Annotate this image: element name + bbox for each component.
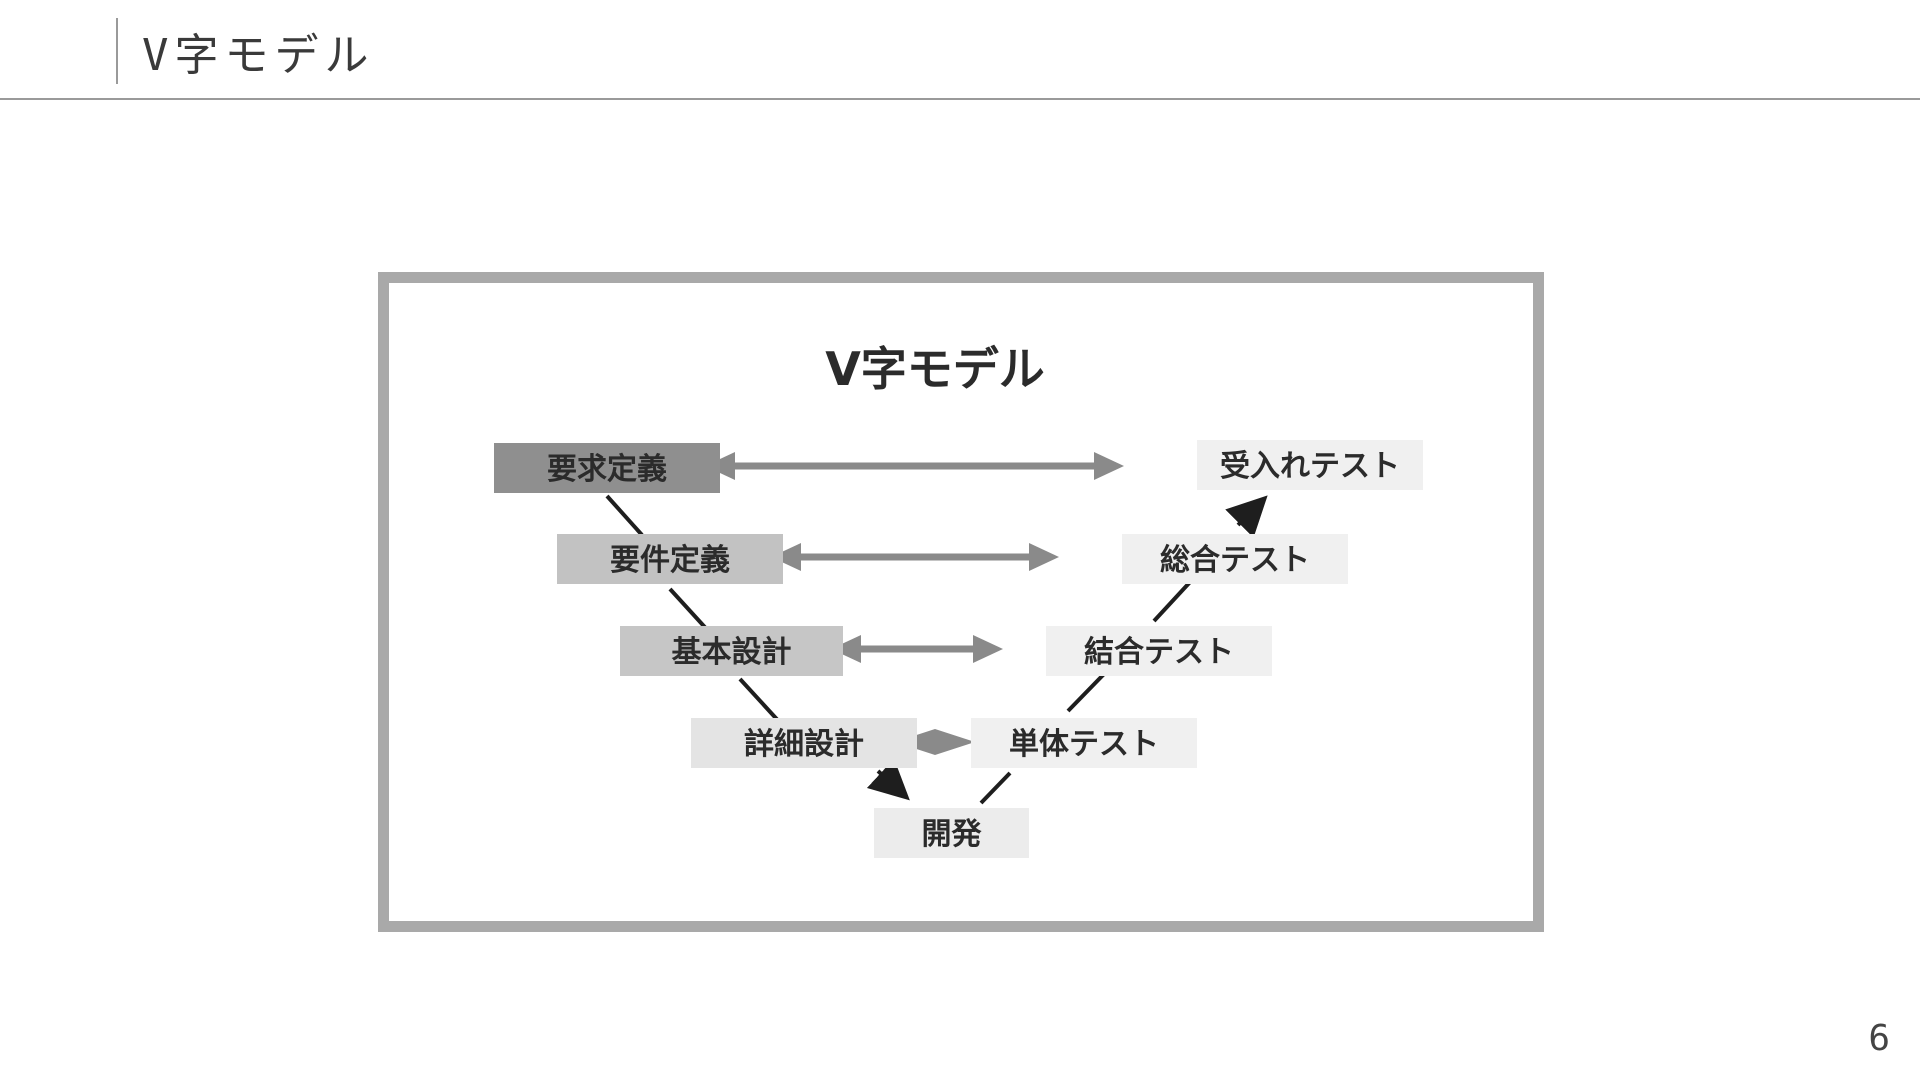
development-stage-box bbox=[874, 808, 1029, 858]
design-stage-box bbox=[691, 718, 917, 768]
test-stage: 単体テスト bbox=[971, 718, 1197, 768]
test-stage: 総合テスト bbox=[1122, 534, 1348, 584]
header-divider bbox=[0, 98, 1920, 100]
connector-line bbox=[979, 771, 1012, 805]
connector-line bbox=[1066, 671, 1107, 713]
development-stage: 開発 bbox=[874, 808, 1029, 858]
design-stage: 基本設計 bbox=[620, 626, 843, 676]
test-stage: 結合テスト bbox=[1046, 626, 1272, 676]
connector-line bbox=[605, 494, 644, 537]
test-stage-box bbox=[1122, 534, 1348, 584]
design-stage-box bbox=[494, 443, 720, 493]
test-stage-label: 単体テスト bbox=[1009, 727, 1159, 762]
test-stage: 受入れテスト bbox=[1197, 440, 1423, 490]
test-stage-box bbox=[971, 718, 1197, 768]
design-stage: 詳細設計 bbox=[691, 718, 917, 768]
design-stage: 要件定義 bbox=[557, 534, 783, 584]
connector-arrow bbox=[866, 758, 910, 801]
design-stage-box bbox=[620, 626, 843, 676]
design-stage: 要求定義 bbox=[494, 443, 720, 493]
test-stage-box bbox=[1046, 626, 1272, 676]
double-arrow-1 bbox=[705, 452, 1124, 480]
double-arrow-2 bbox=[771, 543, 1059, 571]
connector-line bbox=[1152, 579, 1193, 623]
page-number: 6 bbox=[1868, 1018, 1890, 1059]
design-stage-label: 要求定義 bbox=[547, 452, 667, 487]
design-stage-label: 基本設計 bbox=[672, 635, 792, 670]
v-connectors bbox=[605, 494, 1268, 805]
slide-title: V字モデル bbox=[142, 30, 375, 81]
design-stage-label: 詳細設計 bbox=[744, 727, 864, 762]
title-bar: V字モデル bbox=[116, 18, 375, 84]
design-stage-box bbox=[557, 534, 783, 584]
connector-arrow bbox=[1225, 495, 1268, 538]
diagram-title: V字モデル bbox=[825, 342, 1045, 396]
double-arrow-3 bbox=[831, 635, 1003, 663]
test-stage-box bbox=[1197, 440, 1423, 490]
test-stage-label: 受入れテスト bbox=[1220, 449, 1400, 484]
development-stage-label: 開発 bbox=[922, 817, 983, 852]
diagram-frame: V字モデル bbox=[378, 272, 1544, 932]
design-stage-label: 要件定義 bbox=[610, 543, 730, 578]
test-stage-label: 総合テスト bbox=[1160, 543, 1310, 578]
v-model-diagram: V字モデル bbox=[494, 342, 1423, 858]
test-stage-label: 結合テスト bbox=[1084, 635, 1234, 670]
